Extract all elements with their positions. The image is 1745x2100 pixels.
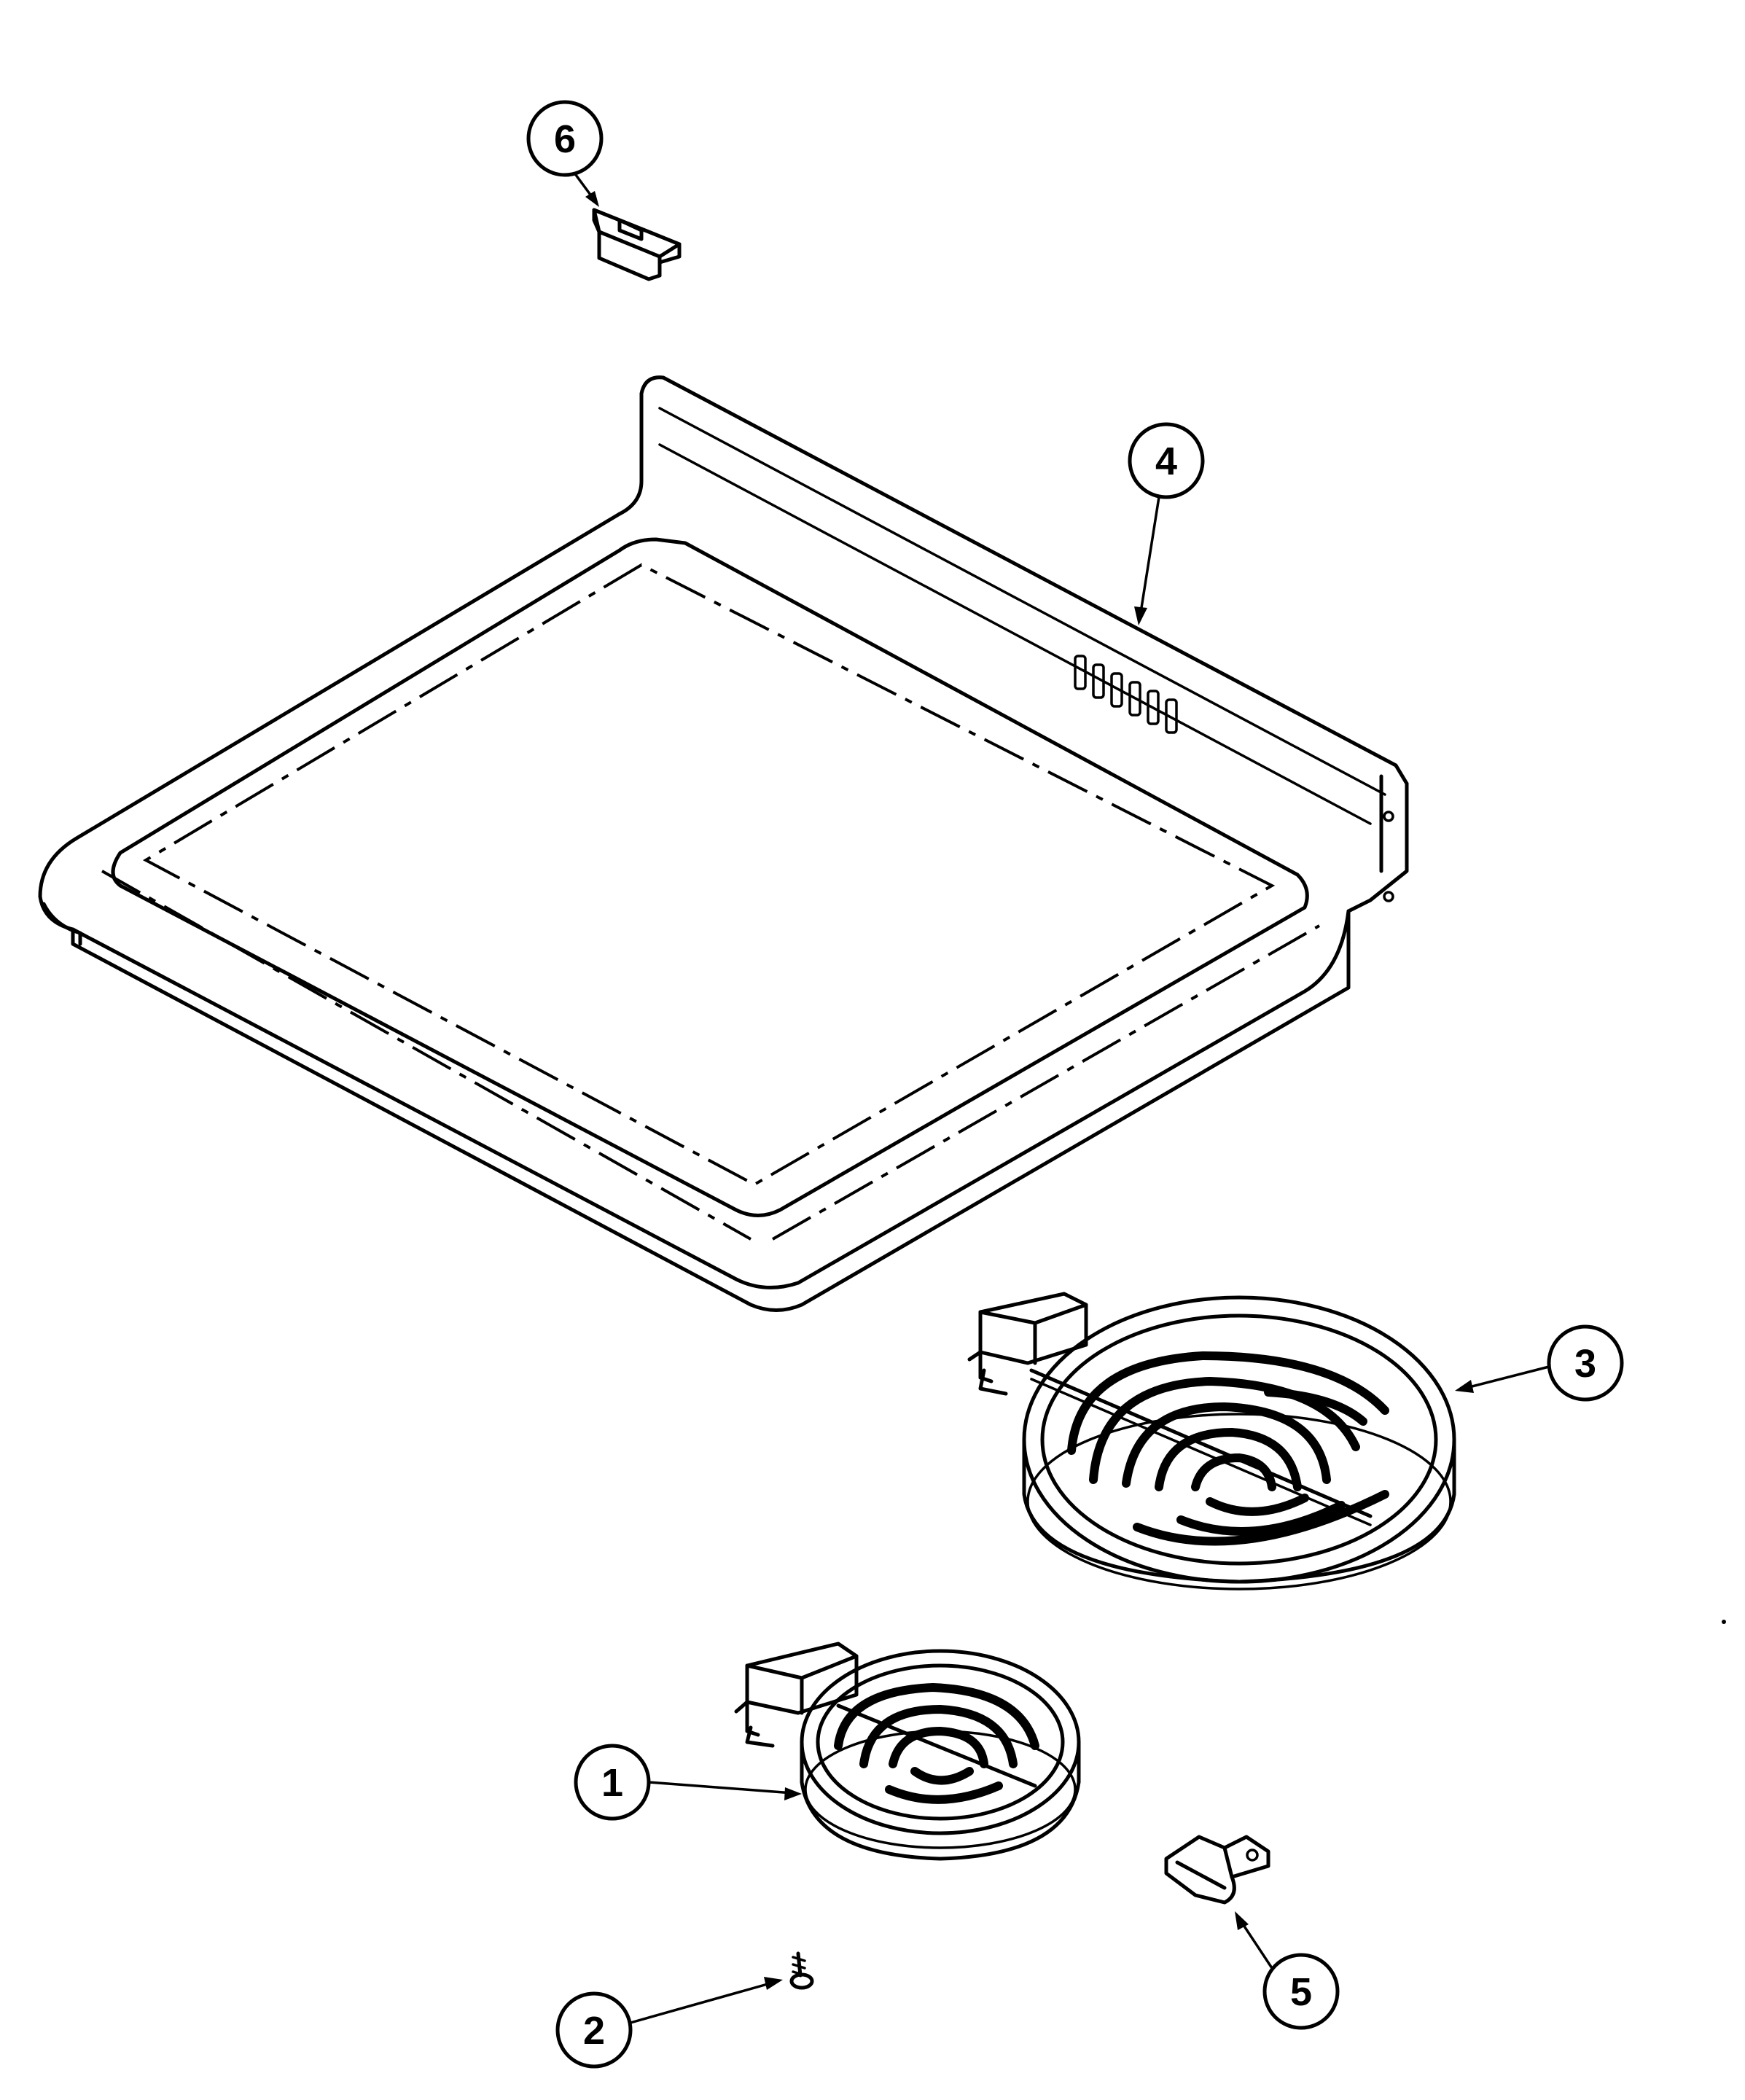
svg-text:6: 6 bbox=[554, 117, 576, 161]
callout-1: 1 bbox=[574, 1744, 802, 1821]
mounting-clip-part bbox=[1164, 1835, 1270, 1905]
screw-part bbox=[789, 1951, 814, 1990]
vent-slots bbox=[1074, 655, 1178, 734]
large-surface-element-part bbox=[967, 1292, 1456, 1590]
svg-text:3: 3 bbox=[1574, 1342, 1596, 1386]
callout-3: 3 bbox=[1455, 1324, 1624, 1402]
retaining-bracket-part bbox=[592, 208, 682, 281]
svg-text:4: 4 bbox=[1155, 440, 1177, 483]
svg-text:5: 5 bbox=[1290, 1970, 1312, 2014]
svg-text:2: 2 bbox=[583, 2009, 605, 2053]
callout-2: 2 bbox=[555, 1977, 783, 2069]
small-surface-element-part bbox=[734, 1642, 1081, 1861]
callout-4: 4 bbox=[1128, 422, 1205, 625]
cooktop-part bbox=[38, 375, 1409, 1312]
callout-5: 5 bbox=[1235, 1911, 1340, 2030]
callout-6: 6 bbox=[526, 100, 604, 207]
stray-dot bbox=[1722, 1620, 1726, 1624]
small-coil bbox=[834, 1682, 1039, 1804]
large-coil bbox=[1067, 1351, 1389, 1546]
svg-text:1: 1 bbox=[601, 1761, 623, 1805]
